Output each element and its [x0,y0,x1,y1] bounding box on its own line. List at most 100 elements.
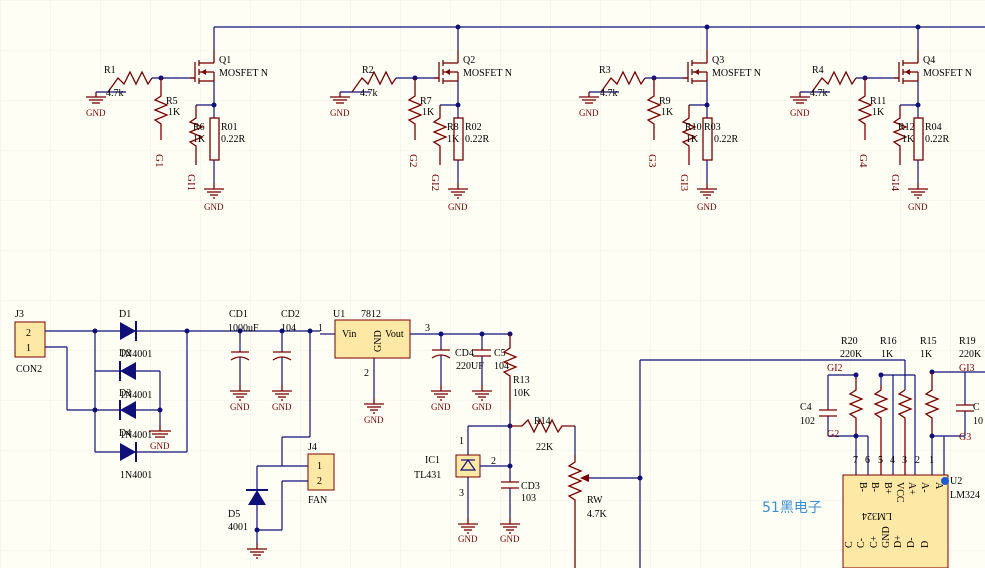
r20-value: 220K [840,349,863,360]
j3-pin1: 1 [26,343,31,354]
u1-gnd-label: GND [364,415,384,425]
u2-part: LM324 [950,490,980,501]
cd3-ref: CD3 [521,481,540,492]
cd2-gnd-label: GND [272,402,292,412]
cd4-value: 220UF [456,361,484,372]
j3-connector [14,321,46,358]
j4-fan-connector [307,453,335,491]
u2-pin-bottom-label: C [844,541,855,548]
d2-value: 1N4001 [120,390,152,401]
sense-net-label: GI4 [889,174,901,192]
ic1-value: TL431 [414,470,441,481]
r15-value: 1K [920,349,933,360]
gate-net-label: G4 [857,154,869,168]
u2-pin-num: 7 [853,455,858,466]
sense-net-label: GI2 [429,174,441,191]
d4-ref: D4 [119,428,131,439]
r-sense-value: 1K [902,134,915,145]
u2-pin-top-label: B+ [882,482,893,495]
u1-pin2: 2 [364,368,369,379]
gate-net-label: G3 [646,154,658,168]
r-shunt-value: 0.22R [465,134,490,145]
r14-value: 22K [536,442,554,453]
r-shunt-ref: R01 [221,122,238,133]
u2-pin-num: 2 [915,455,920,466]
r16-ref: R16 [880,336,897,347]
r-pd-value: 1K [422,107,435,118]
ic1-tl431 [455,454,481,478]
r15-ref: R15 [920,336,937,347]
c-right-ref: C [973,402,980,413]
j4-pin1: 1 [317,461,322,472]
u2-lm324 [842,474,949,568]
cd3-gnd-label: GND [500,534,520,544]
u2-pin-num: 1 [929,455,934,466]
ic1-ref: IC1 [425,455,440,466]
u2-body-text: LM324 [862,510,892,521]
r-shunt-value: 0.22R [925,134,950,145]
r-pd-value: 1K [872,107,885,118]
r-shunt-ref: R02 [465,122,482,133]
u2-pin-top-label: B- [869,482,880,492]
cd4-gnd-label: GND [431,402,451,412]
d5-ref: D5 [228,509,240,520]
j4-pin2: 2 [317,476,322,487]
ic1-pin2: 2 [491,456,496,467]
u1-pin1: 1 [318,323,323,334]
u1-pin3: 3 [425,323,430,334]
u2-pin-bottom-label: D+ [893,535,904,548]
mosfet-stage-3: GND R3 4.7k R9 1K G3 Q3 MOSFET N R10 1K … [579,27,761,212]
j3-ref: J3 [15,309,24,320]
j4-ref: J4 [308,442,317,453]
stage-gnd-label: GND [330,108,350,118]
u1-vout: Vout [385,329,404,340]
net-gi3-label: GI3 [959,363,975,374]
cd1-value: 1000uF [228,323,259,334]
u2-pin-bottom-label: C- [856,538,867,548]
u1-gnd-pin: GND [373,330,384,352]
r-gate-value: 4.7k [360,88,378,99]
stage-gnd-label: GND [86,108,106,118]
d5-diode [246,489,268,505]
u2-pin-bottom-label: GND [881,526,892,548]
u2-pin-bottom-label: D- [906,537,917,548]
stage-gnd2-label: GND [448,202,468,212]
r14-ref: R14 [534,416,551,427]
watermark: 51黑电子 [762,500,822,516]
mosfet-stage-2: GND R2 4.7k R7 1K G2 Q2 MOSFET N R8 1K G… [330,27,512,212]
u2-pin-top-label: B- [857,482,868,492]
r-gate-value: 4.7k [810,88,828,99]
gate-net-label: G2 [407,154,419,167]
fet-ref: Q4 [923,55,935,66]
c4-ref: C4 [800,402,812,413]
d3-ref: D3 [119,388,131,399]
r-shunt-ref: R03 [704,122,721,133]
fet-ref: Q1 [219,55,231,66]
r-sense-ref: R8 [447,122,459,133]
d1-value: 1N4001 [120,349,152,360]
d4-value: 1N4001 [120,470,152,481]
u2-pin-top-label: A+ [906,482,917,495]
r-sense-ref: R6 [193,122,205,133]
r-gate-ref: R1 [104,65,116,76]
gate-net-label: G1 [153,154,165,167]
u1-vin: Vin [342,329,356,340]
j4-name: FAN [308,495,327,506]
d3-diode [119,400,136,420]
r13-ref: R13 [513,375,530,386]
stage-gnd-label: GND [790,108,810,118]
r20-ref: R20 [841,336,858,347]
cd2-ref: CD2 [281,309,300,320]
r-pd-ref: R7 [420,96,432,107]
r13-value: 10K [513,388,531,399]
r-shunt-value: 0.22R [714,134,739,145]
fet-type: MOSFET N [712,68,761,79]
u2-pin-num: 3 [902,455,907,466]
sense-net-label: GI3 [678,174,690,192]
c5-ref: C5 [494,348,506,359]
r16-value: 1K [881,349,894,360]
u2-pin-bottom-label: D [920,541,931,548]
fet-type: MOSFET N [463,68,512,79]
net-g3-label: G3 [959,432,971,443]
